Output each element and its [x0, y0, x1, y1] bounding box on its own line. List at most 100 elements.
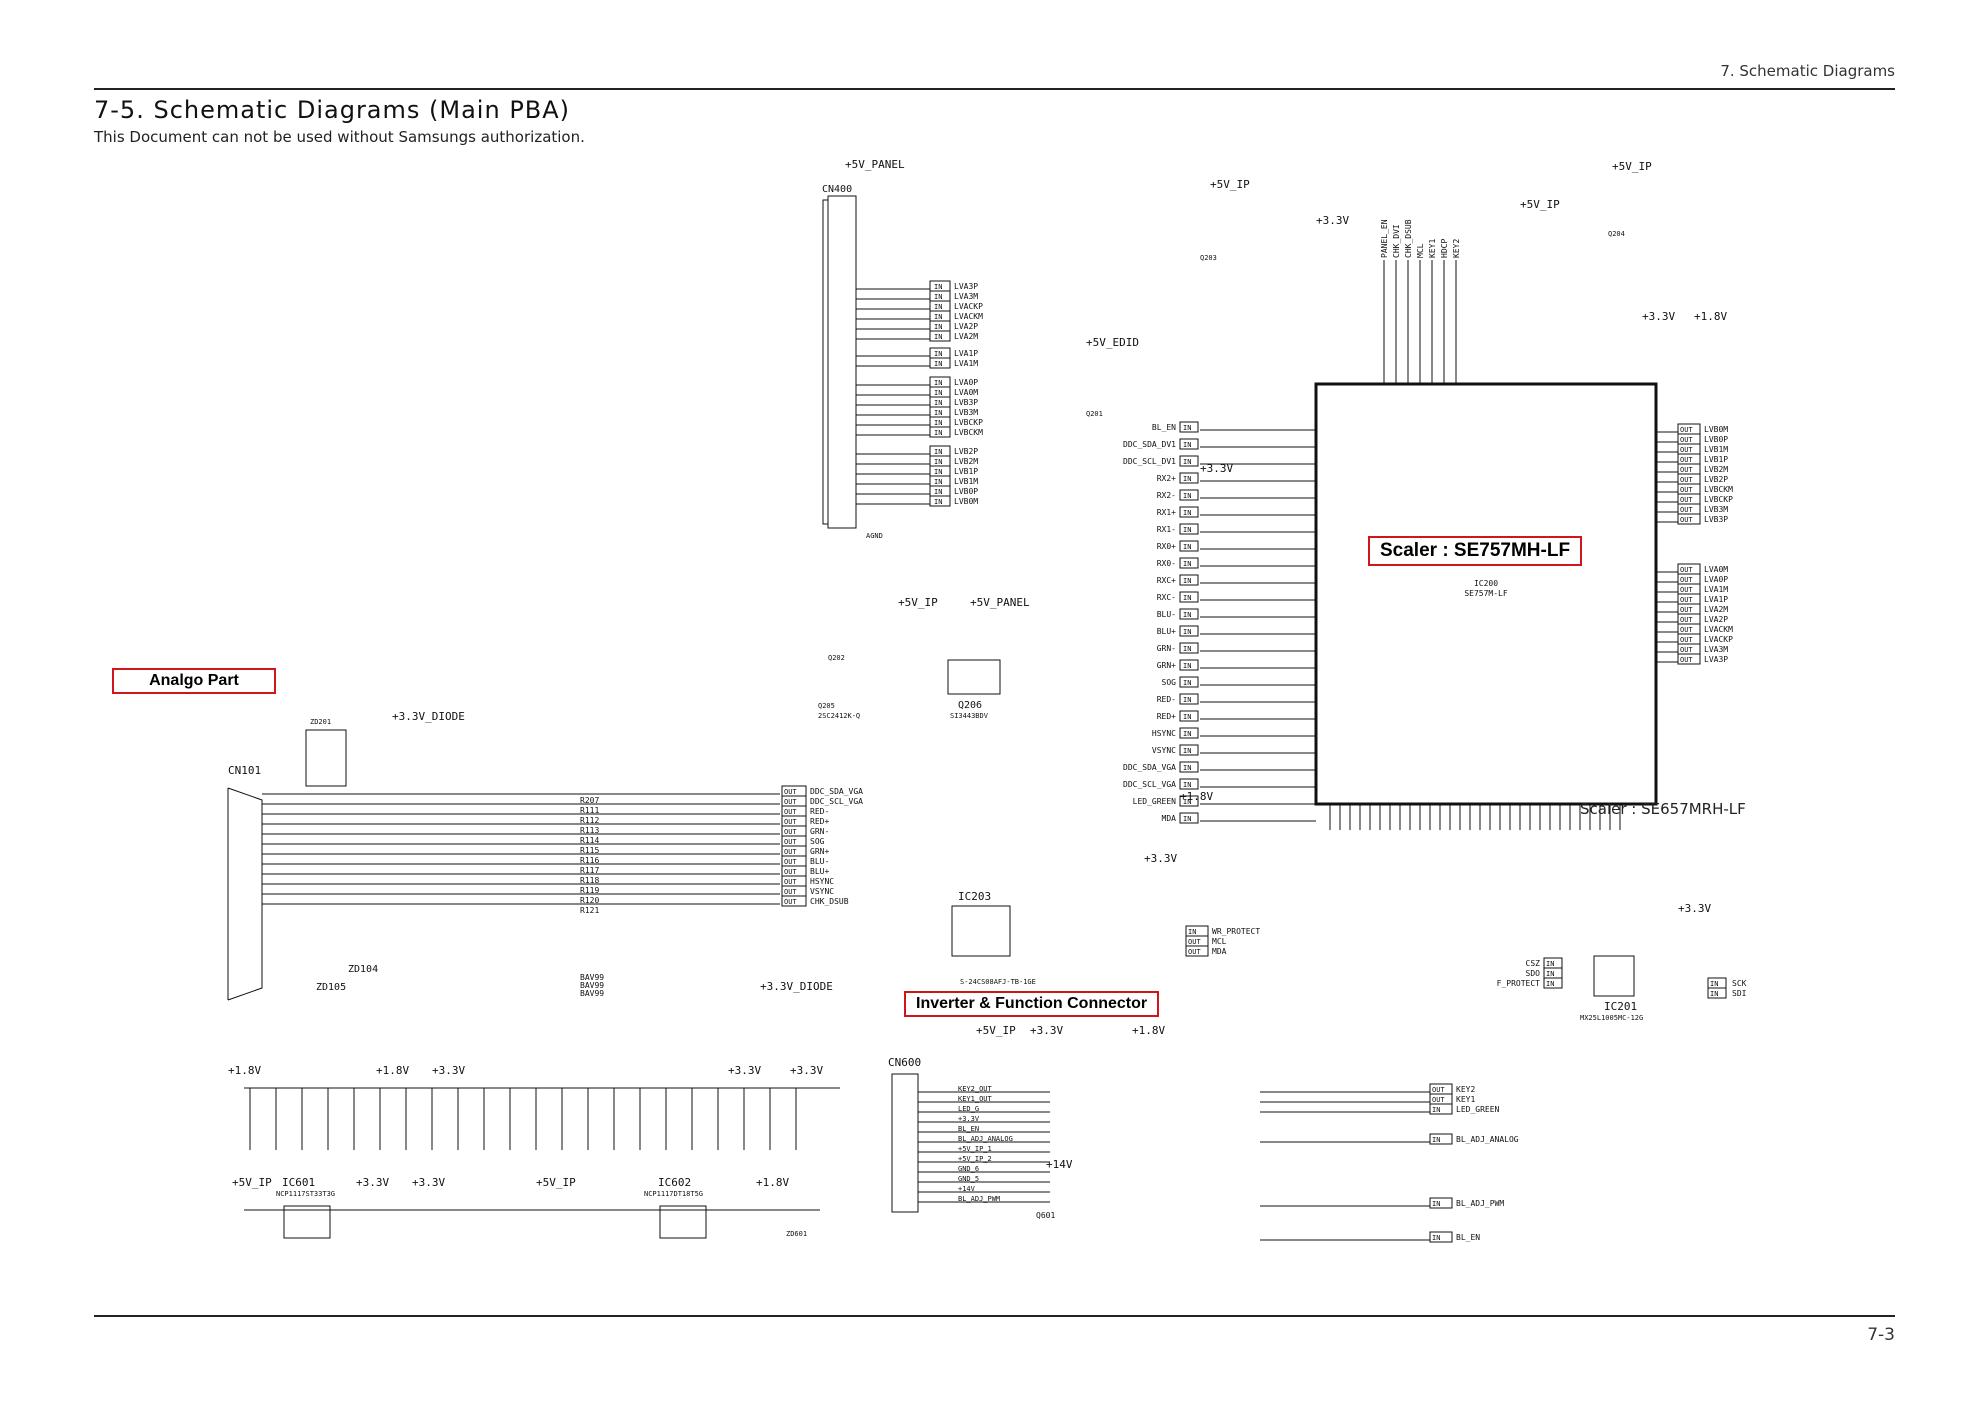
cn400-signal: LVB3P: [954, 398, 978, 407]
resistor-label: R120: [580, 896, 599, 905]
resistor-label: R119: [580, 886, 599, 895]
rail-5v-ip-2: +5V_IP: [536, 1176, 576, 1189]
in-marker: IN: [934, 360, 942, 368]
vga-signal: HSYNC: [810, 877, 834, 886]
q205-part: 2SC2412K-Q: [818, 712, 860, 720]
out-marker: OUT: [1680, 456, 1693, 464]
in-marker: IN: [1183, 679, 1191, 687]
out-marker: OUT: [784, 798, 797, 806]
out-marker: OUT: [784, 848, 797, 856]
ic200-in-tag: [1179, 489, 1199, 501]
rail-5v-panel: +5V_PANEL: [845, 158, 905, 171]
vga-signal: DDC_SCL_VGA: [810, 797, 863, 806]
resistor-label: R112: [580, 816, 599, 825]
rail-33v-diode: +3.3V_DIODE: [392, 710, 465, 723]
in-marker: IN: [1183, 458, 1191, 466]
ic200-left-signal: RX1-: [1157, 525, 1176, 534]
ic200-out-tag: [1677, 513, 1701, 525]
out-marker: OUT: [784, 868, 797, 876]
out-marker: OUT: [1680, 476, 1693, 484]
rail-33v-6: +3.3V: [1030, 1024, 1063, 1037]
io-marker: IN: [1432, 1234, 1440, 1242]
ic200-right-signal: LVA0P: [1704, 575, 1728, 584]
ic203-signal: MDA: [1212, 947, 1227, 956]
cn600-signal: +14V: [958, 1185, 976, 1193]
rail-33v-9: +3.3V: [1316, 214, 1349, 227]
rail-33v-7: +3.3V: [1678, 902, 1711, 915]
ic201-label: IC201: [1604, 1000, 1637, 1013]
in-marker: IN: [1183, 781, 1191, 789]
q206-body: [947, 659, 1001, 695]
io-marker: OUT: [1432, 1086, 1445, 1094]
ic200-left-signal: GRN-: [1157, 644, 1176, 653]
ic201-io-tag: [1707, 987, 1727, 999]
in-marker: IN: [1183, 730, 1191, 738]
in-marker: IN: [934, 333, 942, 341]
ic602-part: NCP1117DT18T5G: [644, 1190, 703, 1198]
ic200-right-signal: LVA3P: [1704, 655, 1728, 664]
ic200-right-signal: LVBCKP: [1704, 495, 1733, 504]
ic200-right-signal: LVA0M: [1704, 565, 1728, 574]
cn600-right-signal: BL_EN: [1456, 1233, 1480, 1242]
cn400-signal: LVA3M: [954, 292, 978, 301]
out-marker: OUT: [1680, 576, 1693, 584]
cn600-body: [891, 1073, 919, 1213]
ic200-left-signal: RX0+: [1157, 542, 1176, 551]
ic200-right-signal: LVB0M: [1704, 425, 1728, 434]
q206-part: SI3443BDV: [950, 712, 989, 720]
ic200-top-signal: MCL: [1416, 243, 1425, 258]
ic203-signal: MCL: [1212, 937, 1227, 946]
ic200-left-signal: BL_EN: [1152, 423, 1176, 432]
cn400-signal: LVA0P: [954, 378, 978, 387]
in-marker: IN: [934, 293, 942, 301]
ic200-right-signal: LVA2P: [1704, 615, 1728, 624]
in-marker: IN: [1546, 980, 1554, 988]
ic200-left-signal: RX0-: [1157, 559, 1176, 568]
cn400-signal: LVBCKP: [954, 418, 983, 427]
vga-signal: RED+: [810, 817, 829, 826]
rail-18v-5: +1.8V: [1694, 310, 1727, 323]
ic200-in-tag: [1179, 591, 1199, 603]
cn400-signal: LVB1M: [954, 477, 978, 486]
out-marker: OUT: [1680, 466, 1693, 474]
ic200-in-tag: [1179, 795, 1199, 807]
in-marker: IN: [1546, 960, 1554, 968]
cn600-right-signal: BL_ADJ_ANALOG: [1456, 1135, 1519, 1144]
ic203-signal: WR_PROTECT: [1212, 927, 1260, 936]
out-marker: OUT: [1680, 496, 1693, 504]
rail-18v-3: +1.8V: [756, 1176, 789, 1189]
q201-label: Q201: [1086, 410, 1103, 418]
cn400-signal: LVB3M: [954, 408, 978, 417]
in-marker: IN: [1183, 696, 1191, 704]
io-marker: IN: [1432, 1106, 1440, 1114]
ic200-in-tag: [1179, 523, 1199, 535]
vga-signal: DDC_SDA_VGA: [810, 787, 863, 796]
ic200-right-signal: LVB0P: [1704, 435, 1728, 444]
out-marker: OUT: [1680, 586, 1693, 594]
out-marker: OUT: [1680, 426, 1693, 434]
cn400-signal: LVB2M: [954, 457, 978, 466]
io-marker: OUT: [1188, 938, 1201, 946]
ic200-left-signal: RX1+: [1157, 508, 1176, 517]
in-marker: IN: [934, 458, 942, 466]
ic200-left-signal: DDC_SCL_VGA: [1123, 780, 1176, 789]
cn400-signal: LVA3P: [954, 282, 978, 291]
cn600-right-signal: KEY1: [1456, 1095, 1475, 1104]
resistor-label: R118: [580, 876, 599, 885]
rail-18v-6: +1.8V: [1180, 790, 1213, 803]
in-marker: IN: [934, 409, 942, 417]
diode-part: BAV99: [580, 989, 604, 998]
cn400-label: CN400: [822, 184, 852, 195]
rail-5v-ip-6: +5V_IP: [1612, 160, 1652, 173]
cn600-signal: LED_G: [958, 1105, 979, 1113]
ic200-top-signal: KEY1: [1428, 239, 1437, 258]
ic200-left-signal: SOG: [1162, 678, 1177, 687]
out-marker: OUT: [1680, 626, 1693, 634]
out-marker: OUT: [784, 788, 797, 796]
cn400-signal: LVB0M: [954, 497, 978, 506]
q601-label: Q601: [1036, 1211, 1055, 1220]
out-marker: OUT: [784, 838, 797, 846]
ic200-in-tag: [1179, 710, 1199, 722]
in-marker: IN: [1183, 764, 1191, 772]
rail-33v-5: +3.3V: [412, 1176, 445, 1189]
